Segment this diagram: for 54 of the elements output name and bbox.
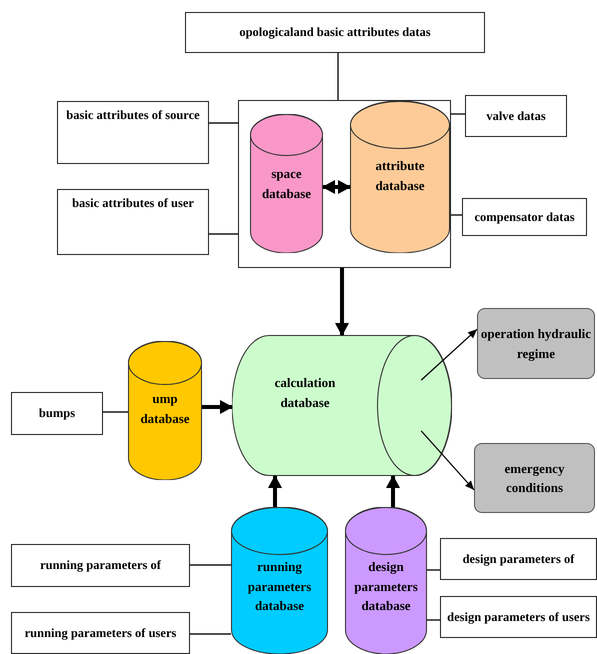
database-cylinder <box>350 101 450 253</box>
rounded-box <box>477 308 595 379</box>
node-label: basic attributes of source <box>65 107 201 124</box>
node-label: design parameters of <box>462 550 576 568</box>
node-label: emergency conditions <box>504 460 566 497</box>
text-box <box>11 612 190 654</box>
node-label: running parameters of <box>39 557 162 574</box>
connector-line <box>190 564 231 566</box>
connector-line <box>451 214 462 216</box>
node-label: valve datas <box>485 108 547 125</box>
text-box <box>440 538 597 580</box>
connector-line <box>427 569 440 571</box>
arrow <box>420 328 478 381</box>
database-cylinder <box>250 114 323 253</box>
arrow <box>268 475 282 507</box>
node-label: design parameters database <box>353 558 419 615</box>
node-label: space database <box>260 165 312 202</box>
arrow <box>420 430 474 490</box>
node-label: ump database <box>139 390 191 428</box>
text-box <box>57 189 209 255</box>
connector-line <box>209 122 238 124</box>
text-box <box>11 392 103 435</box>
node-label: bumps <box>38 405 76 422</box>
node-label: attribute database <box>374 157 426 194</box>
container-box <box>238 100 451 268</box>
text-box <box>11 544 190 587</box>
text-box <box>465 95 567 137</box>
text-box <box>57 101 209 164</box>
connector-line <box>337 53 339 100</box>
node-label: design parameters of users <box>446 608 591 626</box>
node-label: running parameters of users <box>24 624 178 642</box>
connector-line <box>427 619 440 621</box>
node-label: calculation database <box>274 374 336 412</box>
connector-line <box>190 633 231 635</box>
connector-line <box>103 411 128 413</box>
connector-line <box>209 233 238 235</box>
node-label: basic attributes of user <box>71 195 195 212</box>
text-box <box>440 596 597 638</box>
connector-line <box>451 113 465 115</box>
database-cylinder <box>345 507 427 654</box>
database-cylinder <box>232 335 452 476</box>
arrow <box>202 400 233 414</box>
node-label: running parameters database <box>246 558 312 615</box>
text-box <box>185 12 485 53</box>
node-label: compensator datas <box>473 208 576 226</box>
database-cylinder <box>128 341 202 480</box>
arrow <box>386 475 400 507</box>
database-cylinder <box>231 507 328 654</box>
text-box <box>462 198 587 236</box>
arrow <box>335 268 349 336</box>
node-label: opologicaland basic attributes datas <box>238 24 432 42</box>
node-label: operation hydraulic regime <box>480 325 592 363</box>
rounded-box <box>474 443 595 513</box>
arrow <box>322 180 351 194</box>
